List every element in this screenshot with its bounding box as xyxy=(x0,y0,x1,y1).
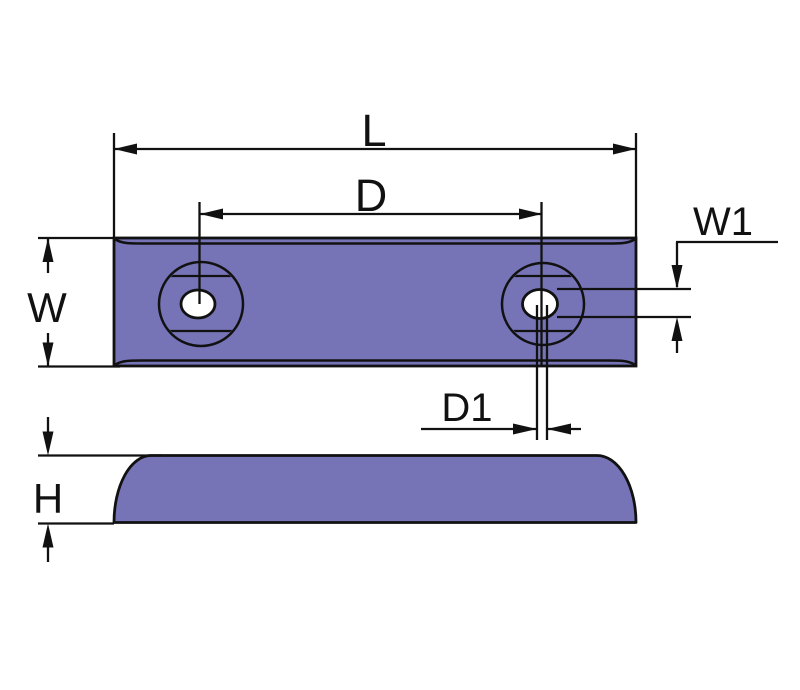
H-arrow-down xyxy=(42,431,54,456)
right-recess-circle xyxy=(500,261,586,347)
dimension-D: D xyxy=(200,170,542,221)
side-view-plate xyxy=(112,454,638,524)
L-arrow-right xyxy=(613,143,636,155)
W1-arrow-down xyxy=(671,265,683,289)
D-arrow-left xyxy=(200,208,223,220)
dimension-D1-label: D1 xyxy=(441,386,492,430)
dimension-D1: D1 xyxy=(421,386,581,435)
D1-arrow-left xyxy=(547,423,571,435)
plate-top-bevel-edge xyxy=(114,238,636,245)
left-slot-hole xyxy=(179,288,217,320)
dimension-L: L xyxy=(112,105,638,237)
dimension-H: H xyxy=(33,417,162,562)
dimension-H-label: H xyxy=(33,475,63,522)
W-arrow-down xyxy=(42,342,54,367)
left-mounting-hole xyxy=(157,202,245,348)
right-mounting-hole xyxy=(500,202,586,440)
dimension-D-label: D xyxy=(355,170,388,221)
plate-bottom-bevel-edge xyxy=(114,359,636,366)
right-slot-hole xyxy=(521,288,559,320)
left-recess-circle xyxy=(157,260,245,348)
D1-arrow-right xyxy=(513,423,537,435)
W1-arrow-up xyxy=(671,317,683,341)
L-arrow-left xyxy=(114,143,137,155)
D-arrow-right xyxy=(519,208,542,220)
side-view-profile xyxy=(112,454,638,524)
dimension-W1-label: W1 xyxy=(693,200,753,244)
dimension-W1: W1 xyxy=(557,200,778,353)
dimension-W: W xyxy=(27,236,120,368)
top-view-plate xyxy=(112,202,638,440)
dimension-L-label: L xyxy=(361,105,386,156)
W-arrow-up xyxy=(42,238,54,262)
H-arrow-up xyxy=(42,523,54,548)
dimension-W-label: W xyxy=(27,284,67,331)
